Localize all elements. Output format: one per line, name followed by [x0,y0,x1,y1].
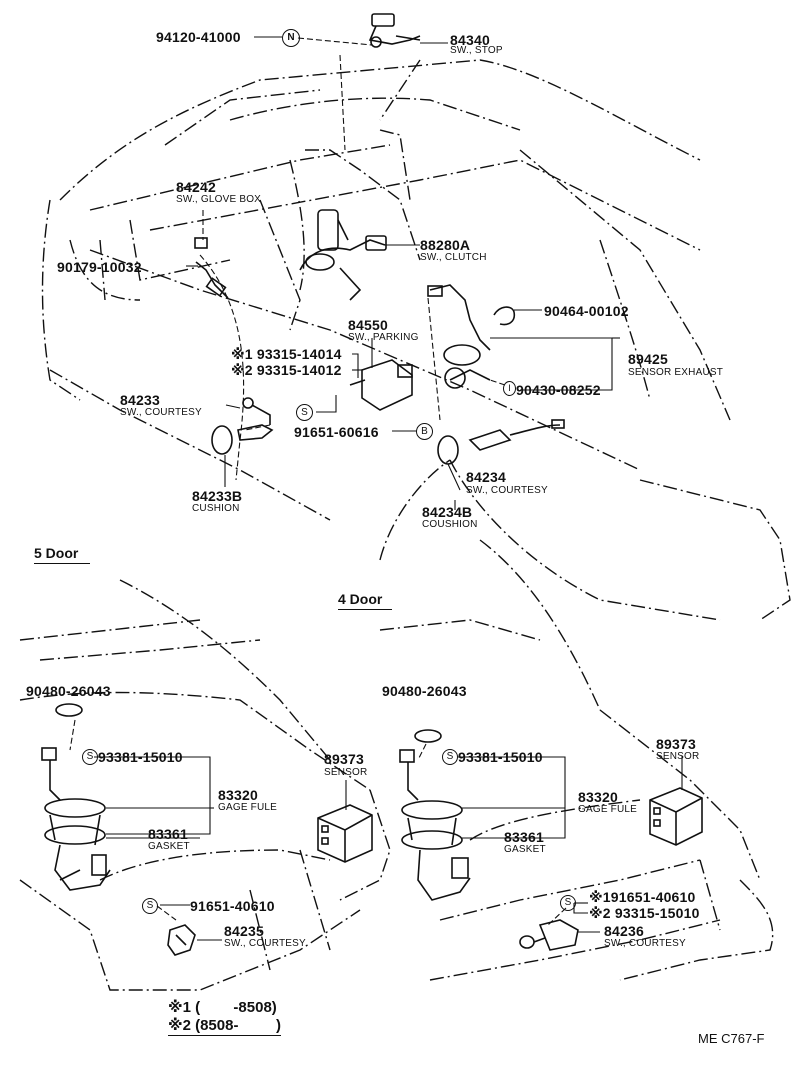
label-90179-10032: 90179-10032 [57,259,142,275]
name-83320-left: GAGE FULE [218,802,278,813]
label-84236: 84236 [604,923,644,939]
label-91651-60616: 91651-60616 [294,424,379,440]
diagram-reference-code: ME C767-F [698,1031,765,1046]
label-84234B: 84234B [422,504,473,520]
note-2: ※2 (8508- ) [168,1017,281,1036]
name-84233B: CUSHION [192,503,240,514]
car-body-upper [41,59,791,621]
car-body-4door [379,539,774,981]
label-89373-right: 89373 [656,736,696,752]
marker-s-91651-right: S [560,895,576,911]
name-89425: SENSOR EXHAUST [628,367,724,378]
label-91651-40610-left: 91651-40610 [190,898,275,914]
name-84234B: COUSHION [422,519,478,530]
label-94120-41000: 94120-41000 [156,29,241,45]
dashed-leaders [69,37,567,926]
label-90430-08252: 90430-08252 [516,382,601,398]
label-93381-15010-right: 93381-15010 [458,749,543,765]
fuel-gauge-left-part [41,703,111,891]
label-93315-15010-right: ※2 93315-15010 [589,905,700,921]
marker-s-93381-right: S [442,749,458,765]
label-84235: 84235 [224,923,264,939]
marker-s-93315: S [296,404,313,421]
label-83320-right: 83320 [578,789,618,805]
marker-s-93381-left: S [82,749,98,765]
label-83320-left: 83320 [218,787,258,803]
label-84233B: 84233B [192,488,243,504]
label-84340: 84340 [450,32,490,48]
sensor-box-left [317,804,373,863]
label-90480-26043-left: 90480-26043 [26,683,111,699]
glove-box-switch-part [194,237,229,299]
stop-switch-part [368,13,421,48]
label-84233: 84233 [120,392,160,408]
name-89373-right: SENSOR [656,751,700,762]
exhaust-sensor-part [427,284,516,389]
label-93381-15010-left: 93381-15010 [98,749,183,765]
label-90480-26043-right: 90480-26043 [382,683,467,699]
name-83361-left: GASKET [148,841,190,852]
label-89425: 89425 [628,351,668,367]
name-84242: SW., GLOVE BOX [176,194,262,205]
label-91651-40610-right: ※191651-40610 [589,889,696,905]
label-88280A: 88280A [420,237,471,253]
clutch-switch-part [299,209,387,301]
label-90464-00102: 90464-00102 [544,303,629,319]
marker-n: N [282,29,300,47]
name-84236: SW., COURTESY [604,938,686,949]
fuel-gauge-right-part [399,729,471,901]
name-88280A: SW., CLUTCH [420,252,487,263]
label-84234: 84234 [466,469,506,485]
courtesy-switch-84234-part [437,419,565,465]
marker-b: B [416,423,433,440]
label-93315-14014: ※1 93315-14014 [231,346,342,362]
parking-switch-part [349,359,413,411]
label-93315-14012: ※2 93315-14012 [231,362,342,378]
note-1: ※1 ( -8508) [168,999,277,1016]
courtesy-switch-84235-part [167,924,196,956]
sensor-box-right [649,787,703,846]
car-body-5door [19,579,391,991]
label-83361-left: 83361 [148,826,188,842]
label-84242: 84242 [176,179,216,195]
name-84233: SW., COURTESY [120,407,202,418]
leader-lines [94,36,683,941]
section-5-door: 5 Door [34,546,90,564]
name-84235: SW., COURTESY [224,938,306,949]
name-83361-right: GASKET [504,844,546,855]
marker-s-91651-left: S [142,898,158,914]
courtesy-switch-84236-part [519,919,579,951]
name-84550: SW., PARKING [348,332,419,343]
name-84234: SW., COURTESY [466,485,548,496]
name-83320-right: GAGE FULE [578,804,638,815]
marker-i-90430: I [503,381,516,396]
section-4-door: 4 Door [338,592,392,610]
name-89373-left: SENSOR [324,767,368,778]
label-84550: 84550 [348,317,388,333]
name-84340: SW., STOP [450,45,503,56]
label-89373-left: 89373 [324,751,364,767]
label-83361-right: 83361 [504,829,544,845]
